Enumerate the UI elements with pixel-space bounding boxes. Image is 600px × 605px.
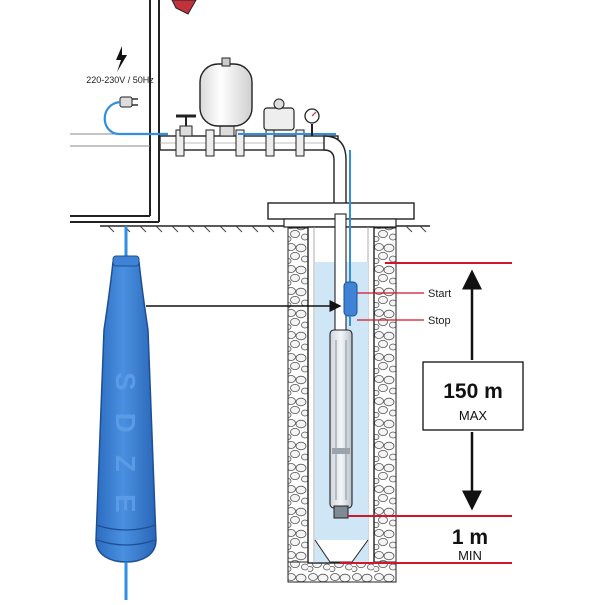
level-sensor-small — [343, 281, 358, 326]
expansion-tank — [199, 57, 253, 137]
max-depth-value: 150 m — [443, 380, 503, 403]
riser-pipe — [334, 213, 347, 345]
stop-label: Stop — [428, 315, 451, 327]
min-depth-value: 1 m — [452, 526, 488, 549]
voltage-label: 220-230V / 50Hz — [86, 75, 154, 85]
lightning-icon — [116, 46, 127, 72]
power-plug-icon — [119, 96, 138, 108]
min-depth-qualifier: MIN — [458, 548, 482, 563]
power-cable — [103, 100, 168, 136]
house-wall — [70, 0, 160, 223]
start-label: Start — [428, 288, 451, 300]
sensor-markings: SDZE — [110, 372, 141, 535]
roof-edge — [171, 0, 197, 15]
max-depth-box — [422, 361, 524, 431]
max-depth-qualifier: MAX — [459, 408, 488, 423]
gate-valve — [176, 114, 196, 137]
pressure-gauge-icon — [304, 108, 320, 136]
supply-pipe — [159, 129, 347, 215]
level-sensor-closeup — [95, 226, 157, 600]
submersible-pump — [329, 329, 353, 519]
pressure-switch — [263, 98, 295, 131]
